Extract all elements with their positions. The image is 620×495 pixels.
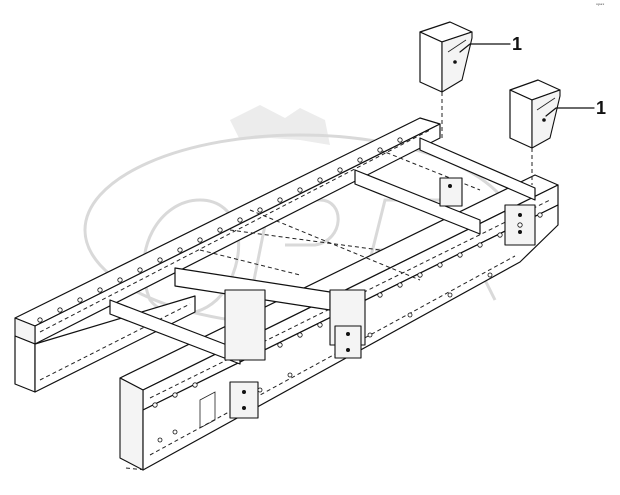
- rail-holes: [37, 137, 543, 443]
- mounting-plates: [229, 177, 536, 419]
- bracket-right: [509, 79, 561, 185]
- truck-frame: [14, 117, 559, 471]
- bracket-left: [419, 21, 473, 140]
- callout-label-1: 1: [512, 34, 522, 54]
- left-side-rail: [14, 117, 441, 393]
- callout-leaders: [459, 43, 595, 117]
- callout-label-2: 1: [596, 98, 606, 118]
- corner-mark: ᵒᵖᵉˣ: [596, 3, 605, 9]
- cross-members: [109, 137, 536, 365]
